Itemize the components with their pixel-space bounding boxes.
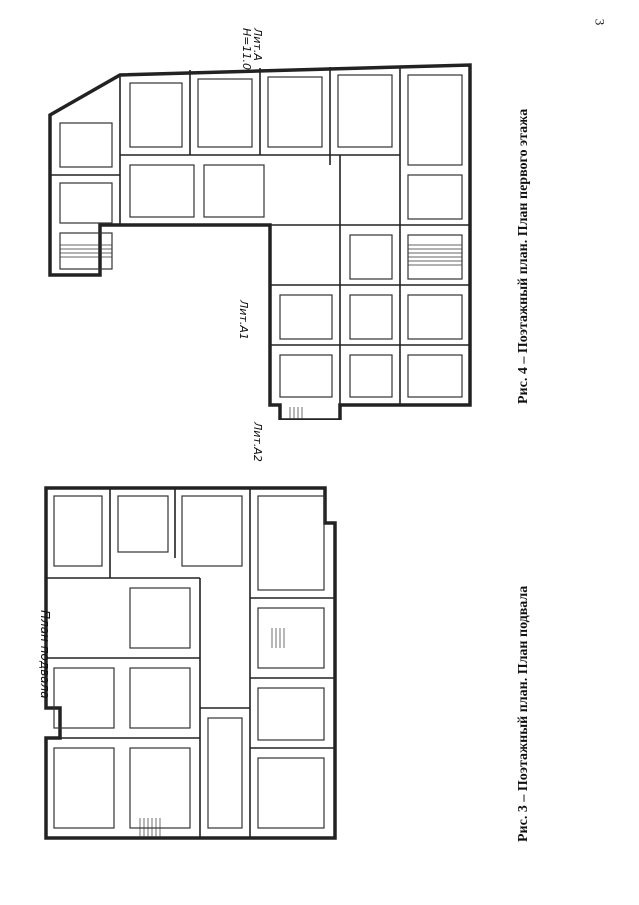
label-lit-a2: Лит.А2 (251, 422, 264, 462)
figure-caption-first-floor: Рис. 4 – Поэтажный план. План первого эт… (516, 108, 531, 404)
basement-handwritten-title: План подвала (38, 610, 52, 699)
label-lit-a1: Лит.А1 (237, 300, 250, 340)
first-floor-plan (48, 63, 472, 420)
figure-caption-basement: Рис. 3 – Поэтажный план. План подвала (516, 585, 531, 842)
page-number: 3 (592, 18, 608, 26)
basement-floor-plan (44, 486, 337, 840)
label-height: Н=11.0 (240, 28, 253, 70)
